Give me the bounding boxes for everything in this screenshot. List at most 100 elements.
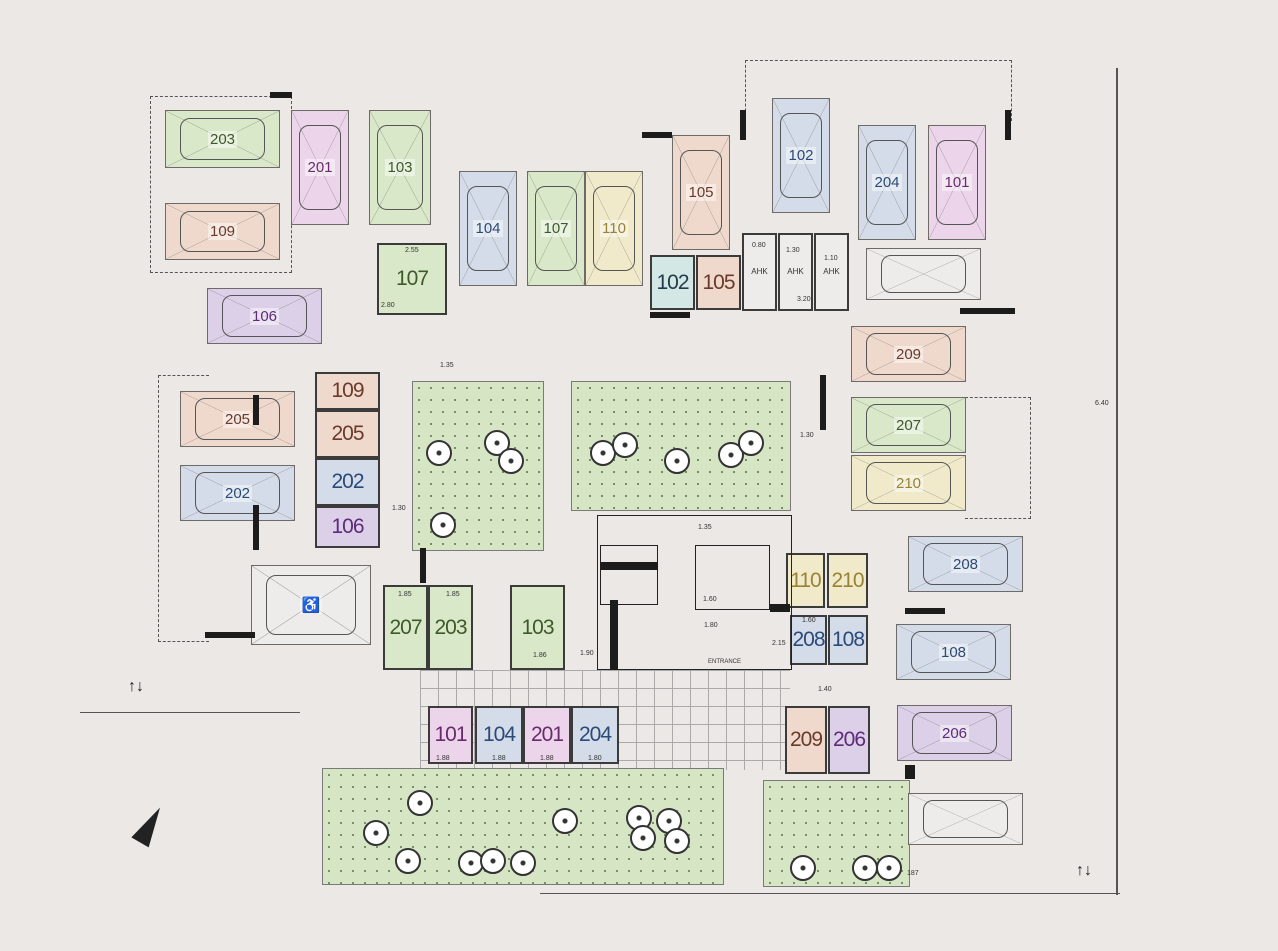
storage-unit: 207 bbox=[383, 585, 428, 670]
service-room: AHK bbox=[742, 233, 777, 311]
storage-unit-label: 104 bbox=[482, 723, 516, 746]
parking-space-label: 107 bbox=[541, 220, 571, 237]
tree-icon bbox=[876, 855, 902, 881]
tree-icon bbox=[664, 448, 690, 474]
service-room: AHK bbox=[778, 233, 813, 311]
parking-space-label: 101 bbox=[942, 174, 972, 191]
dimension-label: 1.30 bbox=[786, 247, 800, 254]
storage-unit: 101 bbox=[428, 706, 473, 764]
wall-segment bbox=[610, 600, 618, 670]
parking-space bbox=[908, 793, 1023, 845]
storage-unit-label: 103 bbox=[521, 615, 554, 639]
property-line bbox=[80, 712, 300, 713]
storage-unit: 205 bbox=[315, 410, 380, 458]
dimension-label: 1.88 bbox=[540, 755, 554, 762]
tree-icon bbox=[852, 855, 878, 881]
storage-unit-label: 205 bbox=[331, 422, 364, 445]
wall-segment bbox=[205, 632, 255, 638]
property-line bbox=[540, 893, 1120, 894]
dimension-label: 1.80 bbox=[588, 755, 602, 762]
dimension-label: 1.35 bbox=[440, 362, 454, 369]
parking-space-label: 202 bbox=[222, 484, 253, 502]
dimension-label: 2.80 bbox=[381, 302, 395, 309]
stair-elevator-core bbox=[600, 545, 658, 605]
dimension-label: 1.10 bbox=[824, 255, 838, 262]
parking-space: 104 bbox=[459, 171, 517, 286]
dimension-label: 0.80 bbox=[752, 242, 766, 249]
service-room-label: AHK bbox=[751, 267, 768, 276]
tree-icon bbox=[480, 848, 506, 874]
storage-unit-label: 107 bbox=[395, 267, 429, 290]
dimension-label: 187 bbox=[907, 870, 919, 877]
dimension-label: 1.60 bbox=[703, 596, 717, 603]
north-arrow-icon bbox=[131, 802, 169, 848]
tree-icon bbox=[498, 448, 524, 474]
parking-space: 204 bbox=[858, 125, 916, 240]
parking-space-label: 103 bbox=[385, 159, 415, 176]
dimension-label: 1.88 bbox=[492, 755, 506, 762]
storage-unit-label: 106 bbox=[331, 515, 364, 538]
storage-unit-label: 109 bbox=[331, 379, 364, 402]
parking-space-label: 203 bbox=[207, 130, 238, 148]
tree-icon bbox=[656, 808, 682, 834]
storage-unit: 110 bbox=[786, 553, 825, 608]
parking-space: 203 bbox=[165, 110, 280, 168]
dimension-label: 1.40 bbox=[818, 686, 832, 693]
wall-segment bbox=[600, 562, 658, 570]
storage-unit: 107 bbox=[377, 243, 447, 315]
storage-unit-label: 101 bbox=[434, 723, 467, 746]
parking-space-label: 204 bbox=[872, 174, 902, 191]
parking-space: 109 bbox=[165, 203, 280, 260]
storage-unit-label: 204 bbox=[578, 723, 612, 746]
storage-unit-label: 208 bbox=[792, 628, 825, 651]
tree-icon bbox=[612, 432, 638, 458]
entrance-label: ENTRANCE bbox=[708, 659, 742, 665]
storage-unit: 206 bbox=[828, 706, 870, 774]
dimension-label: 1.30 bbox=[800, 432, 814, 439]
wall-segment bbox=[642, 132, 672, 138]
boundary-dashed bbox=[158, 375, 209, 642]
dimension-label: 2.55 bbox=[405, 247, 419, 254]
parking-space: ♿ bbox=[251, 565, 371, 645]
boundary-dashed bbox=[965, 397, 1031, 519]
dimension-label: 1.90 bbox=[580, 650, 594, 657]
storage-unit-label: 110 bbox=[790, 568, 822, 592]
wall-segment bbox=[905, 765, 915, 779]
storage-unit-label: 209 bbox=[789, 728, 823, 751]
traffic-direction-arrows: ↑↓ bbox=[128, 678, 144, 695]
storage-unit: 209 bbox=[785, 706, 827, 774]
parking-space: 107 bbox=[527, 171, 585, 286]
tree-icon bbox=[430, 512, 456, 538]
tree-icon bbox=[790, 855, 816, 881]
dimension-label: 1.60 bbox=[802, 617, 816, 624]
wall-segment bbox=[253, 505, 259, 550]
tree-icon bbox=[552, 808, 578, 834]
storage-unit-label: 202 bbox=[331, 470, 364, 493]
storage-unit-label: 102 bbox=[656, 270, 689, 294]
storage-unit-label: 206 bbox=[832, 728, 866, 751]
parking-space-label: 207 bbox=[893, 416, 924, 434]
tree-icon bbox=[630, 825, 656, 851]
storage-unit-label: 207 bbox=[389, 615, 422, 639]
storage-unit: 210 bbox=[827, 553, 868, 608]
parking-space-label: 104 bbox=[473, 220, 503, 237]
storage-unit: 109 bbox=[315, 372, 380, 410]
parking-space: 110 bbox=[585, 171, 643, 286]
parking-space bbox=[866, 248, 981, 300]
dimension-label: 1.30 bbox=[392, 505, 406, 512]
wall-segment bbox=[650, 312, 690, 318]
dimension-label: 1.88 bbox=[436, 755, 450, 762]
parking-space: 205 bbox=[180, 391, 295, 447]
tree-icon bbox=[718, 442, 744, 468]
property-line bbox=[1116, 68, 1118, 895]
dimension-label: 2.15 bbox=[772, 640, 786, 647]
parking-space-label: 102 bbox=[786, 147, 816, 164]
service-room: AHK bbox=[814, 233, 849, 311]
parking-space-label: 105 bbox=[686, 184, 716, 201]
wall-segment bbox=[270, 92, 292, 98]
parking-space-label: 109 bbox=[207, 223, 238, 240]
parking-space: 207 bbox=[851, 397, 966, 453]
storage-unit-label: 201 bbox=[530, 723, 564, 746]
storage-unit: 103 bbox=[510, 585, 565, 670]
parking-space-label: 205 bbox=[222, 410, 253, 428]
